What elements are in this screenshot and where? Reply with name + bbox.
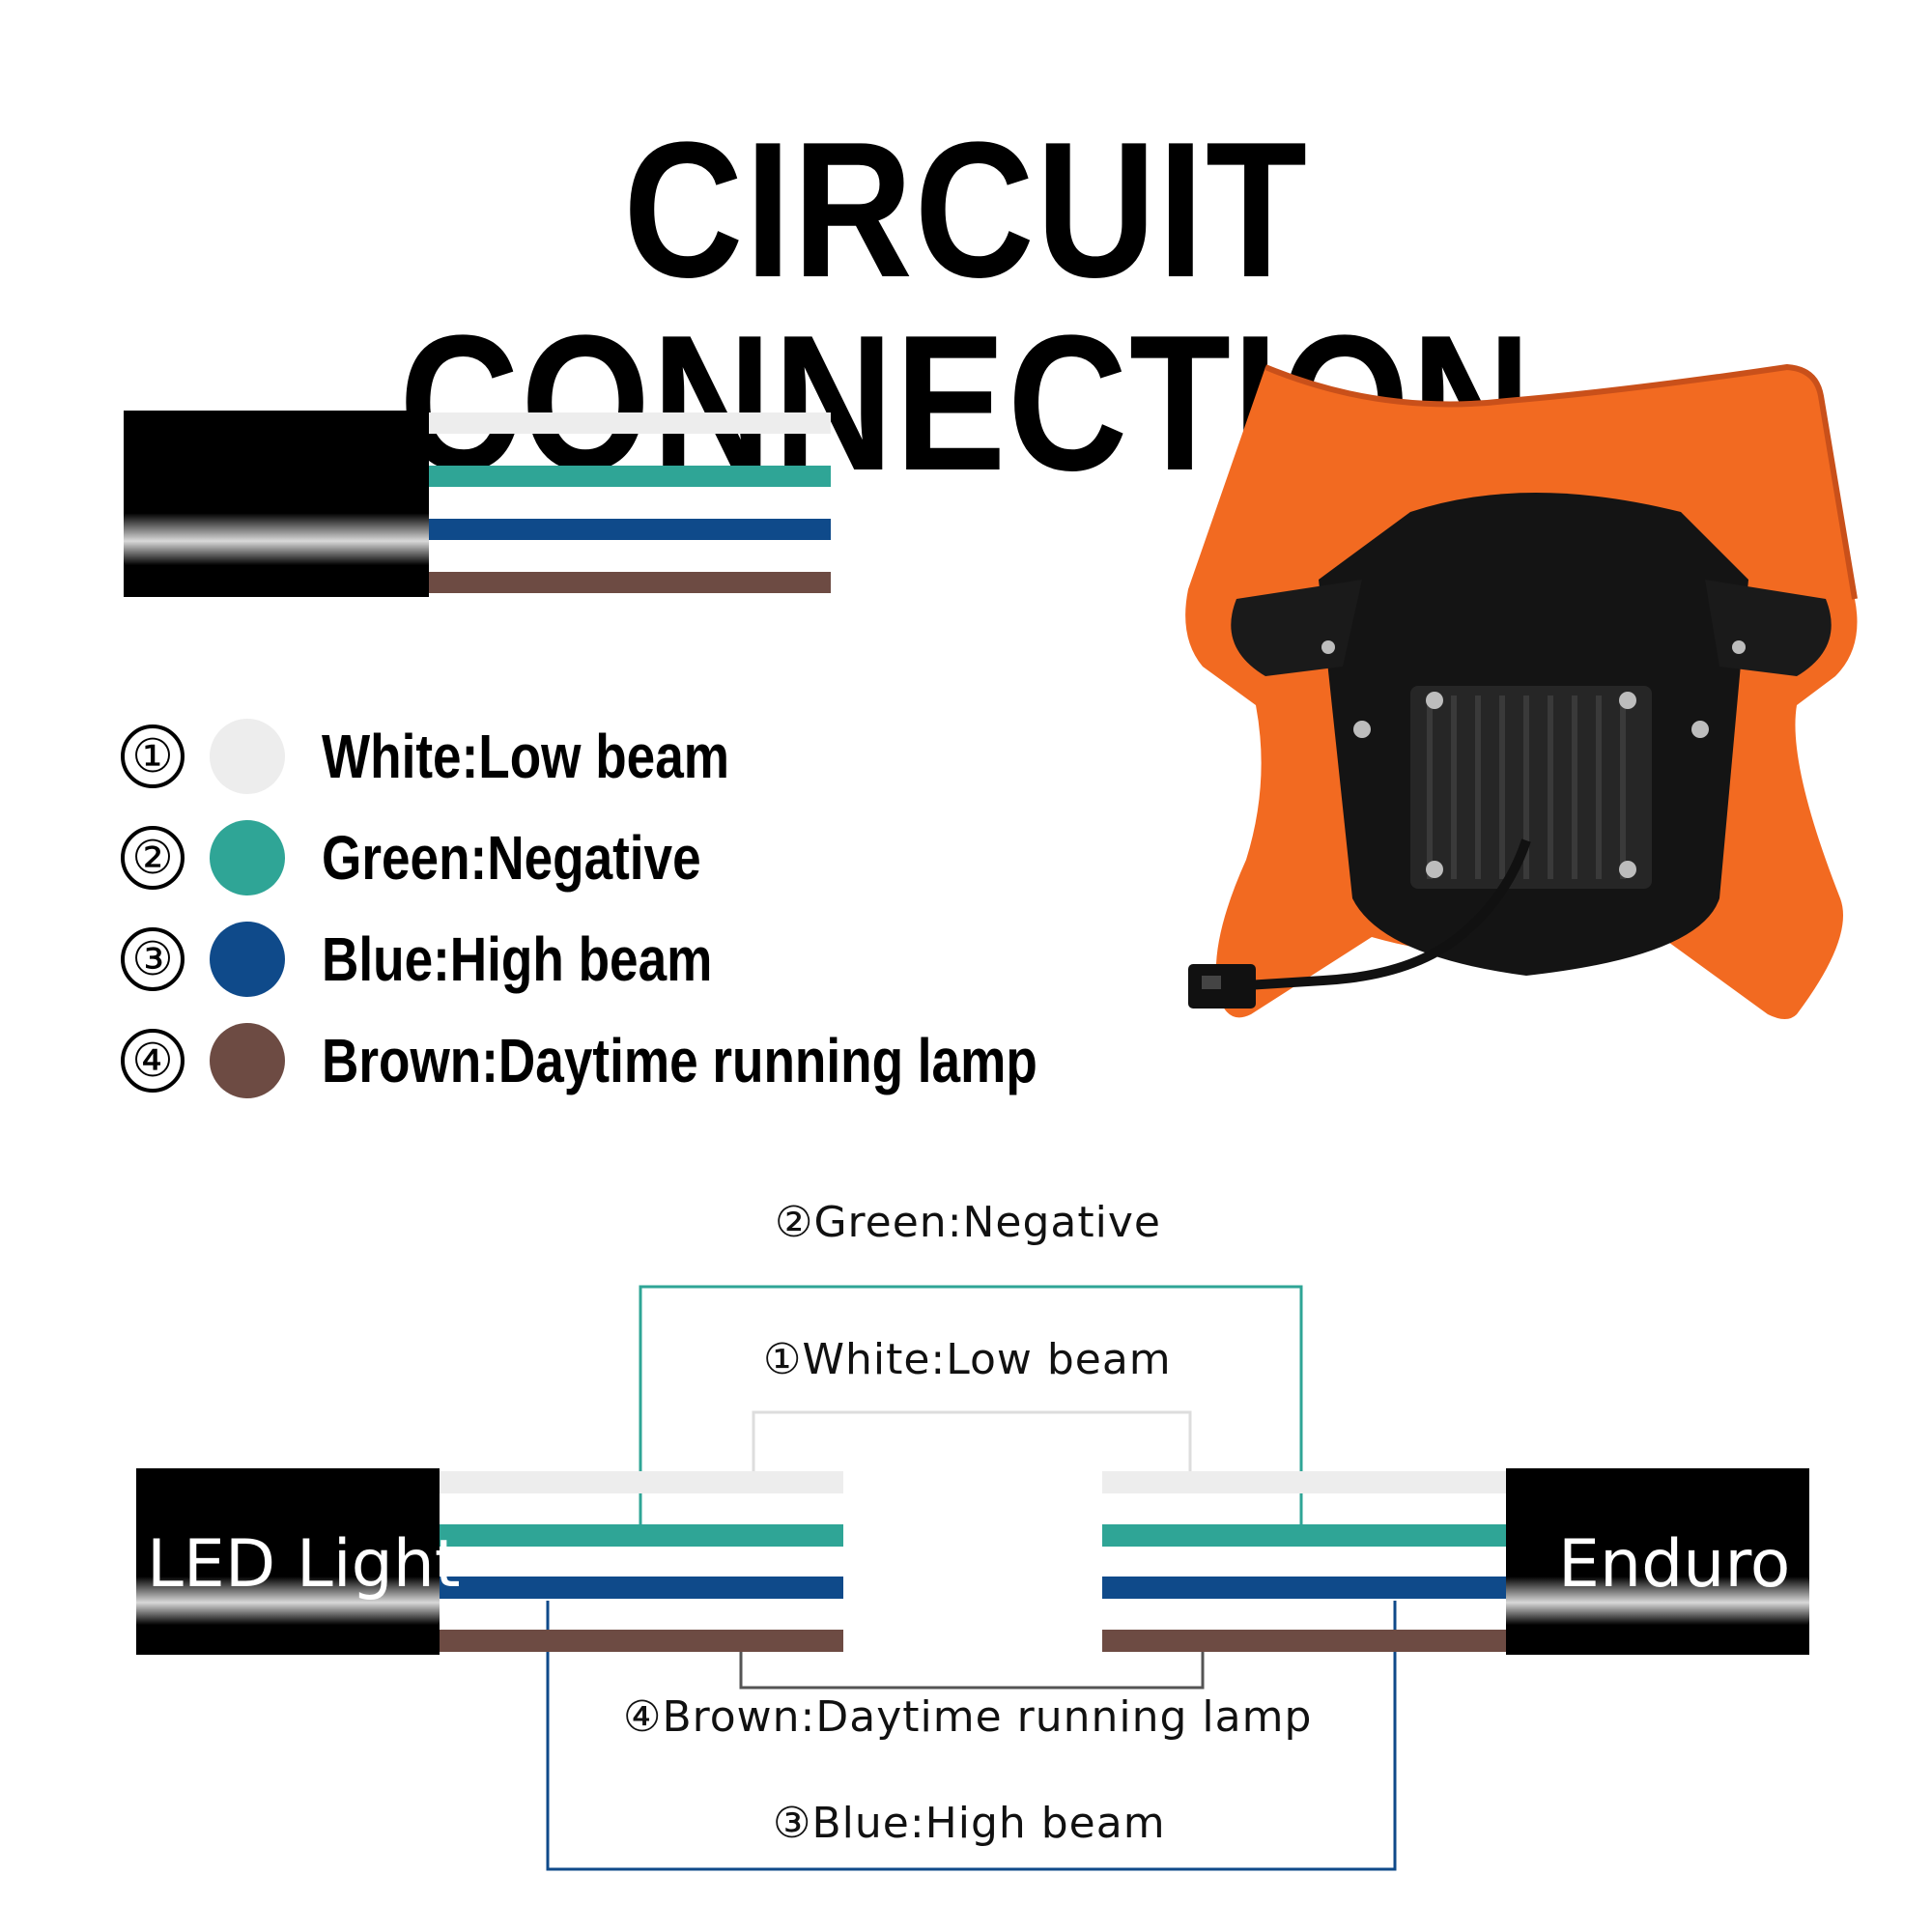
legend-item-blue: ③ Blue:High beam: [121, 921, 792, 998]
right-white-wire: [1102, 1471, 1506, 1493]
legend-number: ③: [121, 927, 185, 991]
green-wire: [429, 466, 831, 487]
left-blue-wire: [440, 1577, 843, 1599]
right-blue-wire: [1102, 1577, 1506, 1599]
led-light-label: LED Light: [147, 1526, 461, 1603]
left-brown-wire: [440, 1630, 843, 1652]
blue-wire: [429, 519, 831, 540]
blue-connection-line: [546, 1601, 1397, 1871]
green-negative-label: ②Green:Negative: [775, 1198, 1161, 1247]
wiring-diagram: [136, 1285, 1809, 1871]
left-green-wire: [440, 1524, 843, 1547]
blue-swatch: [210, 922, 285, 997]
green-swatch: [210, 820, 285, 895]
legend-label: Blue:High beam: [322, 924, 713, 994]
brown-swatch: [210, 1023, 285, 1098]
right-green-wire: [1102, 1524, 1506, 1547]
legend-label: Green:Negative: [322, 823, 701, 893]
enduro-block: [1506, 1468, 1809, 1655]
brown-wire: [429, 572, 831, 593]
legend-item-white: ① White:Low beam: [121, 718, 812, 795]
brown-drl-label: ④Brown:Daytime running lamp: [623, 1692, 1313, 1742]
cable-sheath: [124, 411, 429, 597]
blue-high-beam-label: ③Blue:High beam: [773, 1799, 1166, 1848]
legend-item-brown: ④ Brown:Daytime running lamp: [121, 1022, 1184, 1099]
right-brown-wire: [1102, 1630, 1506, 1652]
white-low-beam-label: ①White:Low beam: [763, 1335, 1172, 1384]
legend-label: Brown:Daytime running lamp: [322, 1026, 1037, 1095]
headlight-image: [1185, 363, 1858, 1019]
legend-label: White:Low beam: [322, 722, 730, 791]
brown-connection-line: [739, 1644, 1205, 1690]
green-connection-line: [639, 1285, 1303, 1526]
legend-number: ①: [121, 724, 185, 788]
white-swatch: [210, 719, 285, 794]
legend-item-green: ② Green:Negative: [121, 819, 779, 896]
white-connection-line: [752, 1410, 1192, 1471]
left-white-wire: [440, 1471, 843, 1493]
enduro-label: Enduro: [1558, 1526, 1791, 1603]
legend-number: ④: [121, 1029, 185, 1093]
led-light-block: [136, 1468, 440, 1655]
white-wire: [429, 412, 831, 434]
legend-number: ②: [121, 826, 185, 890]
headlight-icon: [1185, 363, 1858, 1019]
